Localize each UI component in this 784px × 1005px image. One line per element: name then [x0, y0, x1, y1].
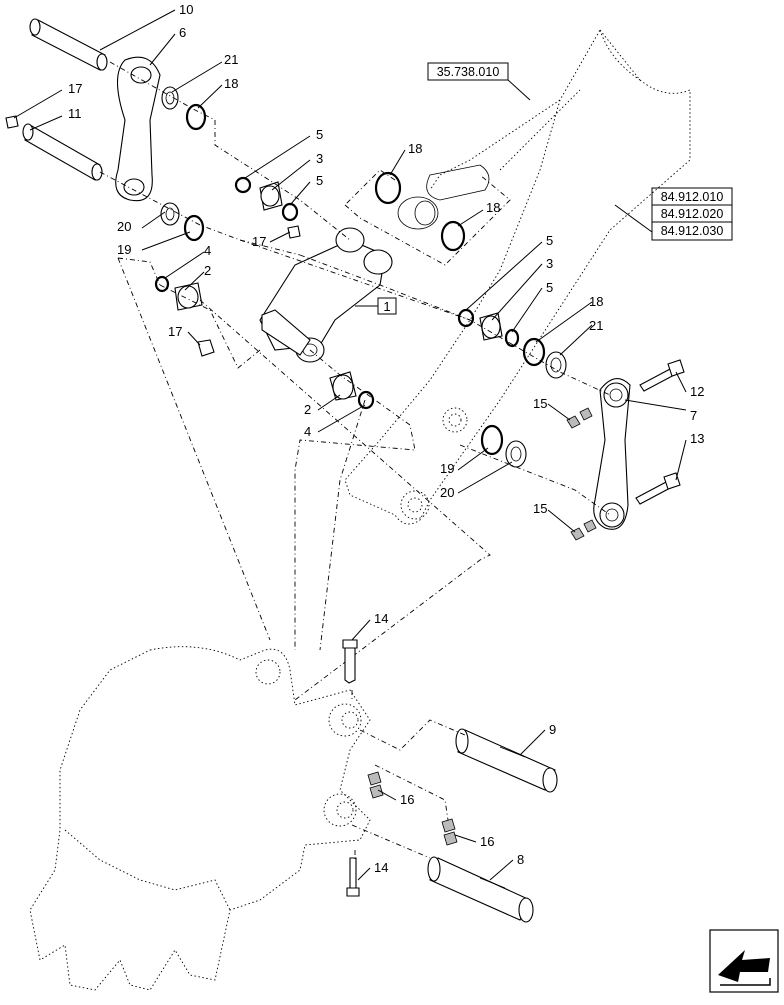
callout-16a: 16 [400, 792, 414, 807]
ring-5b [281, 202, 299, 222]
nut-15b [570, 519, 597, 541]
callout-2a: 2 [204, 263, 211, 278]
washer-21b [545, 351, 567, 379]
bolt-13 [635, 472, 681, 505]
leader-lines [13, 9, 687, 881]
ring-5d [504, 328, 520, 348]
callout-19b: 19 [440, 461, 454, 476]
callout-19a: 19 [117, 242, 131, 257]
callout-18a: 18 [224, 76, 238, 91]
dipper-arm [344, 29, 691, 525]
callout-6: 6 [179, 25, 186, 40]
bushing-3a [259, 181, 283, 211]
bucket [29, 646, 371, 991]
link-part-7 [593, 378, 631, 530]
callout-14b: 14 [374, 860, 388, 875]
nut-16a [367, 771, 384, 799]
callout-10: 10 [179, 2, 193, 17]
arm-reference-label: 35.738.010 [437, 65, 500, 79]
bucket-reference[interactable]: 84.912.010 84.912.020 84.912.030 [651, 187, 733, 241]
callout-15a: 15 [533, 396, 547, 411]
bucket-reference-3: 84.912.030 [661, 224, 724, 238]
bolt-14b [346, 857, 360, 897]
callout-17c: 17 [168, 324, 182, 339]
bushing-2b [329, 371, 357, 401]
callout-5d: 5 [546, 280, 553, 295]
link-part-6 [115, 56, 161, 202]
callout-18c: 18 [486, 200, 500, 215]
callout-3b: 3 [546, 256, 553, 271]
callout-17b: 17 [252, 234, 266, 249]
ring-4b [357, 390, 375, 410]
pin-part-10 [29, 18, 108, 71]
callouts: 10 6 21 18 17 11 5 3 5 20 19 17 4 2 17 1… [68, 2, 704, 875]
callout-4a: 4 [204, 243, 211, 258]
pin-part-9 [455, 728, 558, 793]
bushing-3b [479, 312, 503, 341]
callout-12: 12 [690, 384, 704, 399]
callout-20b: 20 [440, 485, 454, 500]
nut-15a [566, 407, 593, 429]
grease-fitting-17c [197, 339, 215, 357]
callout-7: 7 [690, 408, 697, 423]
callout-18d: 18 [589, 294, 603, 309]
callout-4b: 4 [304, 424, 311, 439]
arrow-orientation-icon[interactable] [709, 929, 779, 993]
pin-part-11 [22, 123, 103, 181]
bucket-reference-2: 84.912.020 [661, 207, 724, 221]
nut-16b [441, 818, 458, 846]
bolt-12 [639, 359, 685, 392]
washer-20b [505, 440, 527, 468]
grease-fitting-17a [5, 115, 19, 129]
group-label-box: 1 [377, 297, 397, 315]
assembly-lines [99, 61, 611, 701]
rocker-part-1 [259, 227, 393, 363]
group-label: 1 [383, 299, 390, 314]
pin-part-8 [427, 856, 534, 923]
callout-14a: 14 [374, 611, 388, 626]
ring-4a [154, 275, 170, 293]
bolt-14a [342, 639, 358, 684]
callout-8: 8 [517, 852, 524, 867]
callout-5c: 5 [546, 233, 553, 248]
callout-16b: 16 [480, 834, 494, 849]
callout-9: 9 [549, 722, 556, 737]
ring-18b [374, 171, 402, 205]
callout-20a: 20 [117, 219, 131, 234]
ring-19a [183, 214, 205, 242]
ring-19b [480, 424, 504, 456]
callout-17a: 17 [68, 81, 82, 96]
bucket-reference-1: 84.912.010 [661, 190, 724, 204]
callout-11: 11 [68, 106, 82, 121]
callout-21b: 21 [589, 318, 603, 333]
callout-2b: 2 [304, 402, 311, 417]
callout-5b: 5 [316, 173, 323, 188]
callout-21a: 21 [224, 52, 238, 67]
ring-5a [234, 176, 252, 194]
ring-18c [440, 220, 466, 252]
washer-20a [160, 202, 180, 226]
grease-fitting-17b [287, 225, 301, 239]
callout-5a: 5 [316, 127, 323, 142]
washer-21a [161, 86, 179, 110]
bushing-2a [174, 282, 203, 311]
callout-3a: 3 [316, 151, 323, 166]
arm-reference[interactable]: 35.738.010 [427, 62, 509, 81]
callout-15b: 15 [533, 501, 547, 516]
ring-18d [522, 337, 546, 367]
ring-18a [185, 103, 207, 131]
callout-18b: 18 [408, 141, 422, 156]
callout-13: 13 [690, 431, 704, 446]
